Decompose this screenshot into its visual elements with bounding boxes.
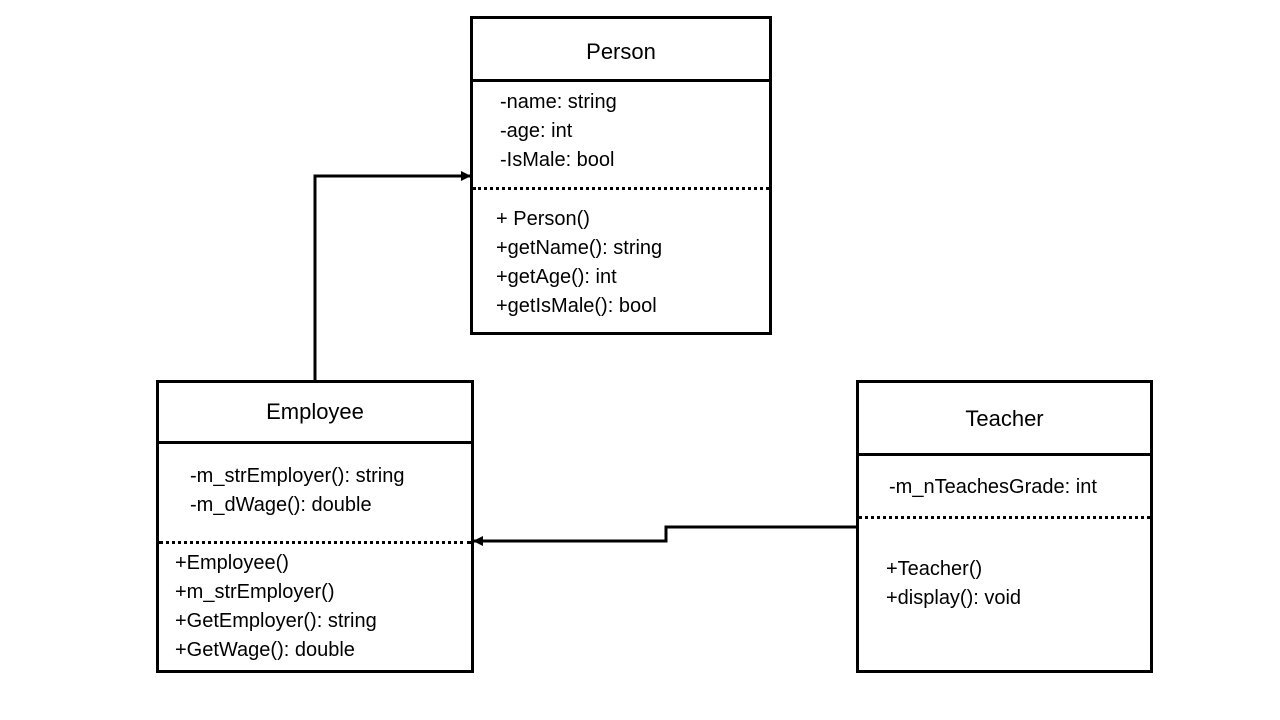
person-attribute-age: -age: int [500,120,573,142]
employee-attributes-methods-divider [159,541,471,544]
teacher-class-box: Teacher -m_nTeachesGrade: int +Teacher()… [856,380,1153,673]
teacher-attributes-methods-divider [859,516,1150,519]
employee-class-box: Employee -m_strEmployer(): string -m_dWa… [156,380,474,673]
person-title-divider [473,79,769,82]
employee-attribute-wage: -m_dWage(): double [190,494,372,516]
person-attributes-methods-divider [473,187,769,190]
teacher-to-employee-connector [473,525,857,546]
employee-method-getemployer: +GetEmployer(): string [175,610,377,632]
employee-attribute-employer: -m_strEmployer(): string [190,465,405,487]
person-method-getismale: +getIsMale(): bool [496,295,657,317]
teacher-class-title: Teacher [965,406,1044,431]
employee-title-divider [159,441,471,444]
person-class-title: Person [586,39,656,64]
teacher-method-constructor: +Teacher() [886,558,983,580]
teacher-attribute-teachesgrade: -m_nTeachesGrade: int [889,476,1097,498]
person-class-box: Person -name: string -age: int -IsMale: … [470,16,772,335]
employee-method-getwage: +GetWage(): double [175,639,355,661]
person-attribute-name: -name: string [500,91,617,113]
person-attribute-ismale: -IsMale: bool [500,149,615,171]
teacher-method-display: +display(): void [886,587,1022,609]
teacher-title-divider [859,453,1150,456]
employee-to-person-connector [313,171,471,381]
employee-method-strempoyer: +m_strEmployer() [175,581,335,603]
employee-method-constructor: +Employee() [175,552,289,574]
person-method-getage: +getAge(): int [496,266,617,288]
person-method-getname: +getName(): string [496,237,663,259]
person-method-constructor: + Person() [496,208,590,230]
employee-class-title: Employee [266,399,364,424]
